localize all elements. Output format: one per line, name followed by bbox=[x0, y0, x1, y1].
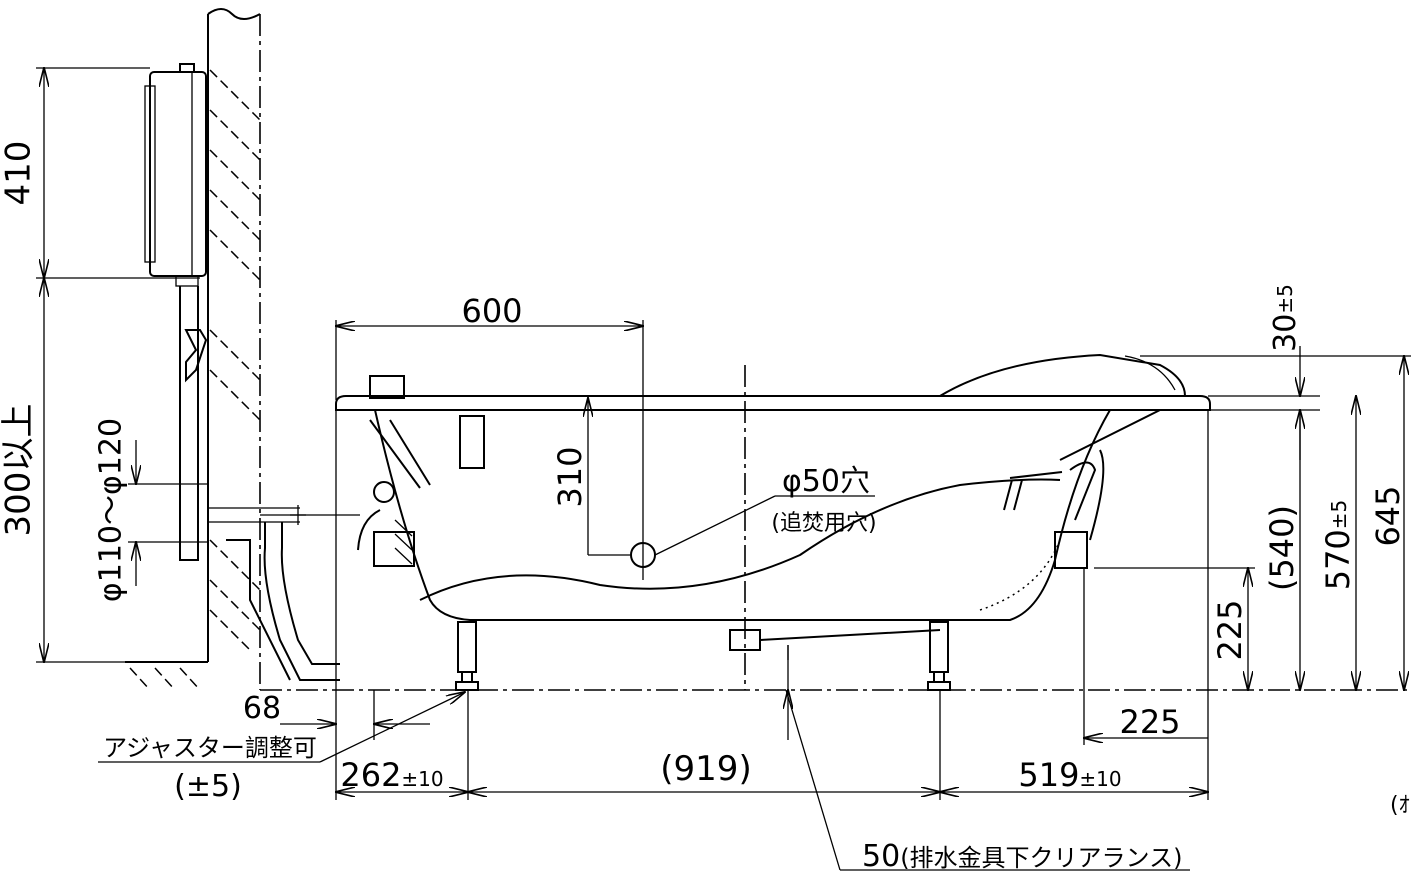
dimension-lines bbox=[36, 68, 1411, 871]
adjuster-leg-right bbox=[927, 621, 951, 691]
dim-min-height: 300以上 bbox=[0, 404, 39, 537]
adjuster-leg-left bbox=[455, 621, 479, 691]
cut-off-text: (ｵ bbox=[1390, 793, 1410, 818]
hole-sublabel: (追焚用穴) bbox=[771, 511, 876, 536]
dim-rim-thickness: 30±5 bbox=[1268, 284, 1303, 352]
dim-pipe-range: φ110～φ120 bbox=[94, 418, 129, 602]
dim-hole-depth: 310 bbox=[551, 446, 589, 507]
water-heater bbox=[144, 63, 208, 561]
dim-leg-span: (919) bbox=[660, 749, 751, 789]
bathtub bbox=[260, 353, 1410, 691]
adjuster-label: アジャスター調整可 bbox=[103, 734, 317, 762]
floor-hatch bbox=[125, 661, 208, 691]
dim-clearance: 50(排水金具下クリアランス) bbox=[862, 839, 1182, 874]
dim-right-leg: 519±10 bbox=[1018, 756, 1121, 794]
dim-hole-offset: 600 bbox=[461, 292, 522, 330]
dim-heater-height: 410 bbox=[0, 141, 39, 206]
hole-label: φ50穴 bbox=[782, 464, 870, 499]
dim-overhang: 68 bbox=[243, 691, 281, 726]
dim-inner-depth: (540) bbox=[1263, 505, 1301, 591]
adjuster-range: (±5) bbox=[174, 769, 242, 804]
dim-right-225-vertical: 225 bbox=[1211, 599, 1249, 660]
wall bbox=[125, 8, 261, 691]
piping bbox=[208, 505, 360, 681]
dimension-labels: 410 300以上 φ110～φ120 600 310 φ50穴 (追焚用穴) … bbox=[0, 141, 1410, 874]
dim-left-leg: 262±10 bbox=[340, 756, 443, 794]
dim-right-225-horizontal: 225 bbox=[1119, 703, 1180, 741]
dim-rim-height: 570±5 bbox=[1319, 500, 1357, 591]
wall-hatch bbox=[209, 69, 261, 651]
dim-total-height: 645 bbox=[1369, 485, 1407, 546]
